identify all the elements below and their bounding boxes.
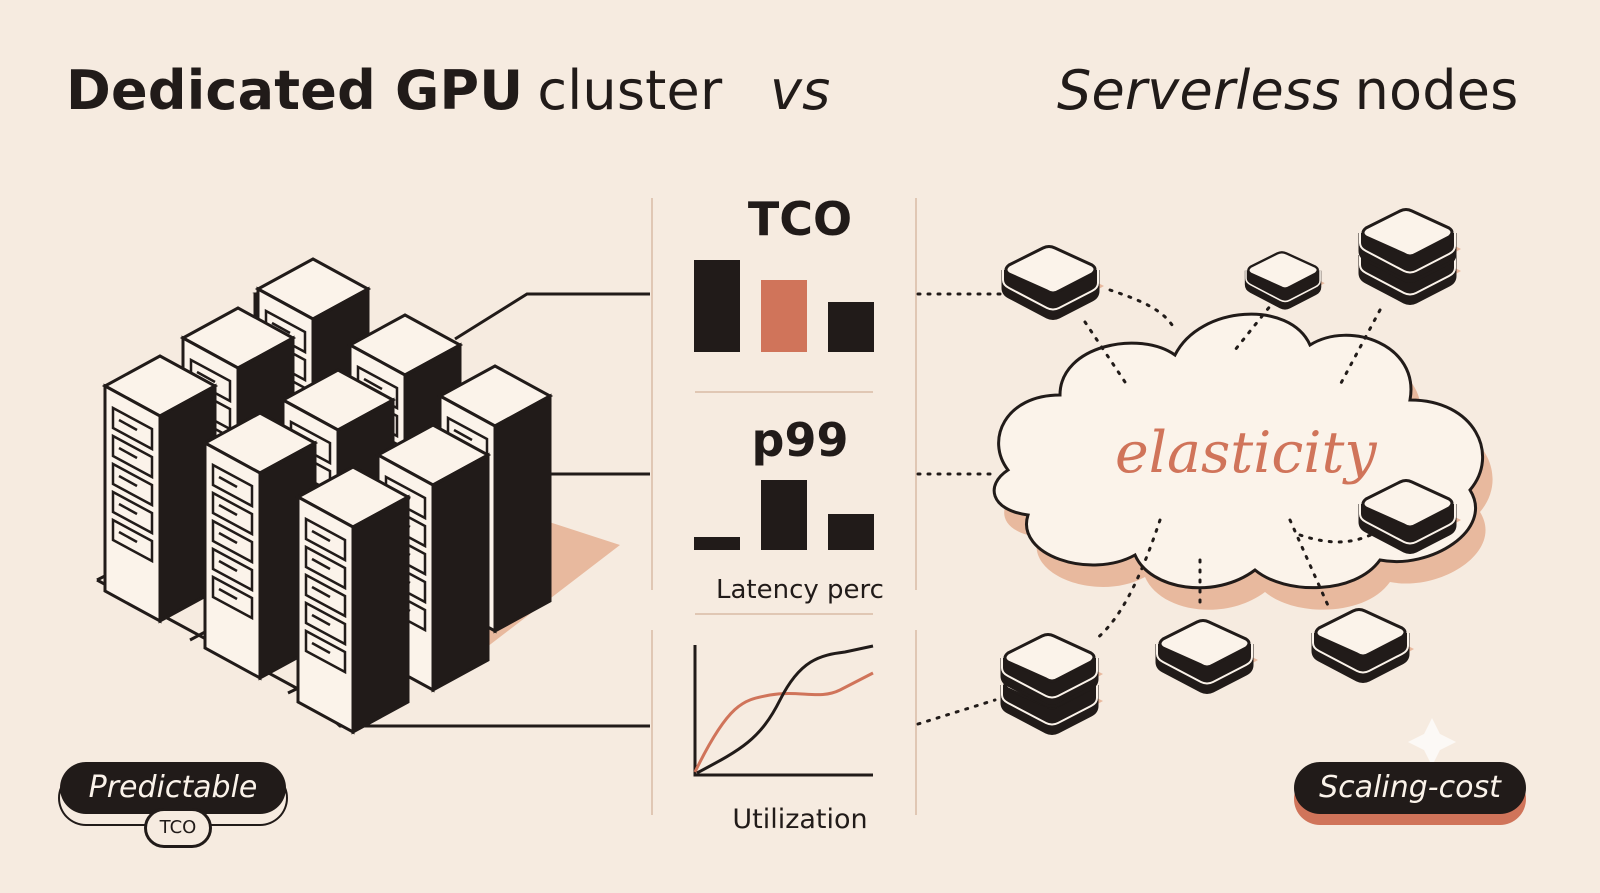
tco-bar-accent	[761, 280, 807, 352]
title-right-plain: nodes	[1354, 59, 1519, 122]
p99-bar-2	[761, 480, 807, 550]
pill-scaling-cost: Scaling-cost	[1294, 762, 1526, 814]
tco-title: TCO	[747, 192, 853, 246]
sparkle-icon	[1408, 718, 1456, 766]
utilization-label: Utilization	[732, 804, 868, 835]
serverless-node-icon	[1311, 608, 1416, 683]
serverless-node-icon	[1244, 251, 1326, 310]
server-rack-icon	[103, 354, 217, 623]
utilization-chart	[693, 644, 874, 777]
p99-bars	[694, 480, 874, 550]
p99-bar-1	[694, 537, 740, 550]
p99-title: p99	[751, 413, 849, 467]
serverless-node-icon	[1001, 245, 1106, 320]
serverless-node-icon	[1155, 619, 1260, 694]
utilization-curve-accent	[693, 671, 874, 773]
title-vs: vs	[770, 59, 831, 122]
cloud-label-elasticity: elasticity	[1115, 420, 1377, 486]
title-left-bold: Dedicated GPU	[66, 59, 524, 122]
utilization-axes	[693, 645, 873, 777]
pill-predictable: Predictable	[60, 762, 286, 814]
tco-bar-serverless	[828, 302, 874, 352]
pill-tco-badge: TCO	[144, 808, 212, 848]
tco-bars	[694, 260, 874, 352]
title-left-light: cluster	[537, 59, 723, 122]
metrics-panel	[651, 198, 917, 815]
title-right-italic: Serverless	[1057, 59, 1341, 122]
latency-label: Latency perc	[716, 575, 884, 605]
tco-bar-dedicated	[694, 260, 740, 352]
p99-bar-3	[828, 514, 874, 550]
server-rack-icon	[296, 465, 410, 734]
serverless-illustration	[916, 208, 1493, 766]
utilization-curve-dark	[696, 644, 874, 775]
gpu-cluster-illustration	[96, 257, 650, 734]
